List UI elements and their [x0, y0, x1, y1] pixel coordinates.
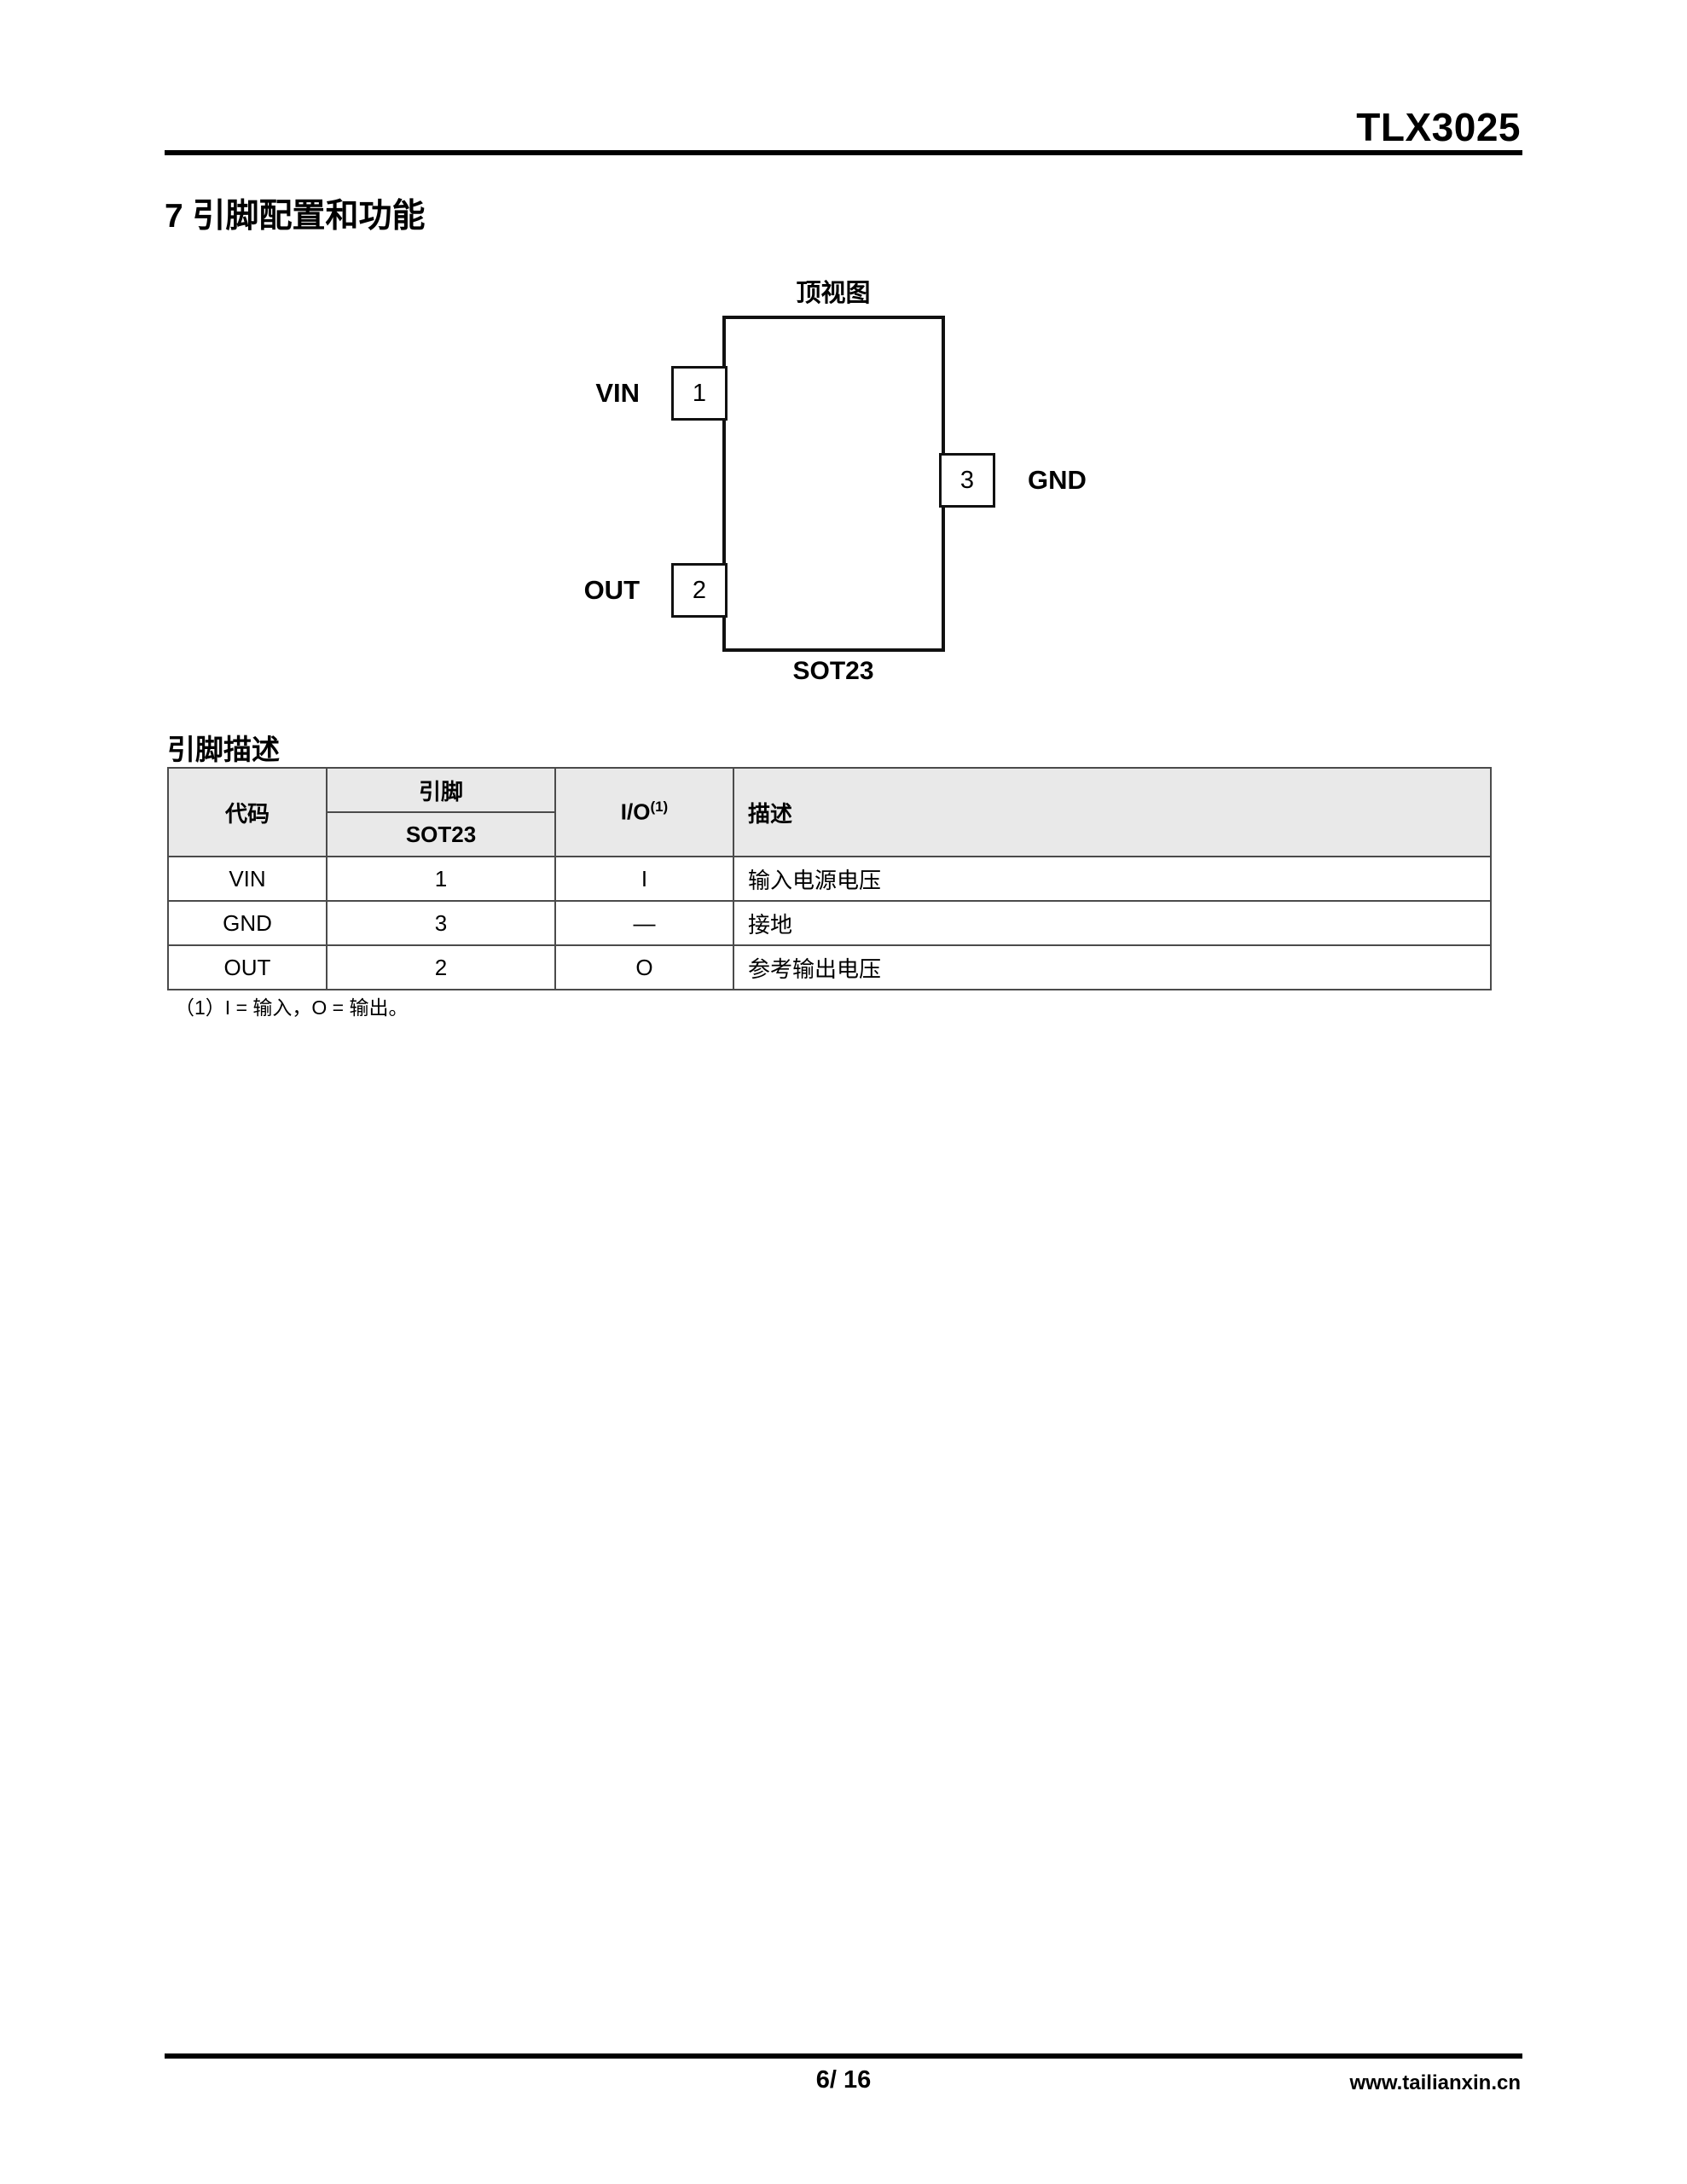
- header-rule: [165, 150, 1522, 155]
- footer-rule: [165, 2053, 1522, 2059]
- header-pin-sub: SOT23: [326, 811, 556, 857]
- pin-box-3: 3: [939, 453, 995, 508]
- footer-website: www.tailianxin.cn: [1349, 2071, 1521, 2094]
- pin-box-1: 1: [671, 366, 728, 421]
- pin-label-vin: VIN: [595, 378, 640, 408]
- cell-io: O: [554, 944, 734, 990]
- pin-description-title: 引脚描述: [167, 734, 280, 765]
- cell-io: —: [554, 900, 734, 946]
- table-header-row-1: 代码 引脚 I/O(1) 描述: [167, 767, 1492, 857]
- pin-number-1: 1: [692, 379, 707, 407]
- section-title: 7 引脚配置和功能: [165, 198, 426, 235]
- cell-desc: 接地: [733, 900, 1492, 946]
- document-title: TLX3025: [1356, 105, 1521, 149]
- diagram-top-view-label: 顶视图: [796, 280, 871, 307]
- pin-label-out: OUT: [583, 575, 640, 605]
- cell-code: OUT: [167, 944, 328, 990]
- header-io-footnote-ref: (1): [650, 799, 669, 816]
- header-code: 代码: [167, 767, 328, 857]
- table-row: VIN 1 I 输入电源电压: [167, 856, 1492, 902]
- page-number: 6/ 16: [815, 2066, 872, 2094]
- cell-io: I: [554, 856, 734, 902]
- table-footnote: （1）I = 输入，O = 输出。: [175, 996, 409, 1019]
- table-row: GND 3 — 接地: [167, 900, 1492, 946]
- cell-desc: 参考输出电压: [733, 944, 1492, 990]
- package-name-label: SOT23: [792, 657, 874, 685]
- pin-number-3: 3: [959, 466, 975, 494]
- cell-pin: 3: [326, 900, 556, 946]
- header-desc: 描述: [733, 767, 1492, 857]
- pin-box-2: 2: [671, 563, 728, 618]
- pin-description-table: 代码 引脚 I/O(1) 描述 SOT23 VIN 1 I 输入电源电压 GND…: [167, 767, 1492, 990]
- cell-pin: 1: [326, 856, 556, 902]
- cell-pin: 2: [326, 944, 556, 990]
- cell-code: VIN: [167, 856, 328, 902]
- pin-number-2: 2: [692, 576, 707, 604]
- cell-code: GND: [167, 900, 328, 946]
- table-row: OUT 2 O 参考输出电压: [167, 944, 1492, 990]
- ic-package-body: [722, 316, 945, 652]
- table-header-row-2: SOT23: [168, 811, 1491, 857]
- header-io-text: I/O: [620, 799, 651, 825]
- cell-desc: 输入电源电压: [733, 856, 1492, 902]
- pin-label-gnd: GND: [1028, 465, 1087, 495]
- header-io: I/O(1): [554, 767, 734, 857]
- header-pin-group: 引脚: [326, 767, 556, 813]
